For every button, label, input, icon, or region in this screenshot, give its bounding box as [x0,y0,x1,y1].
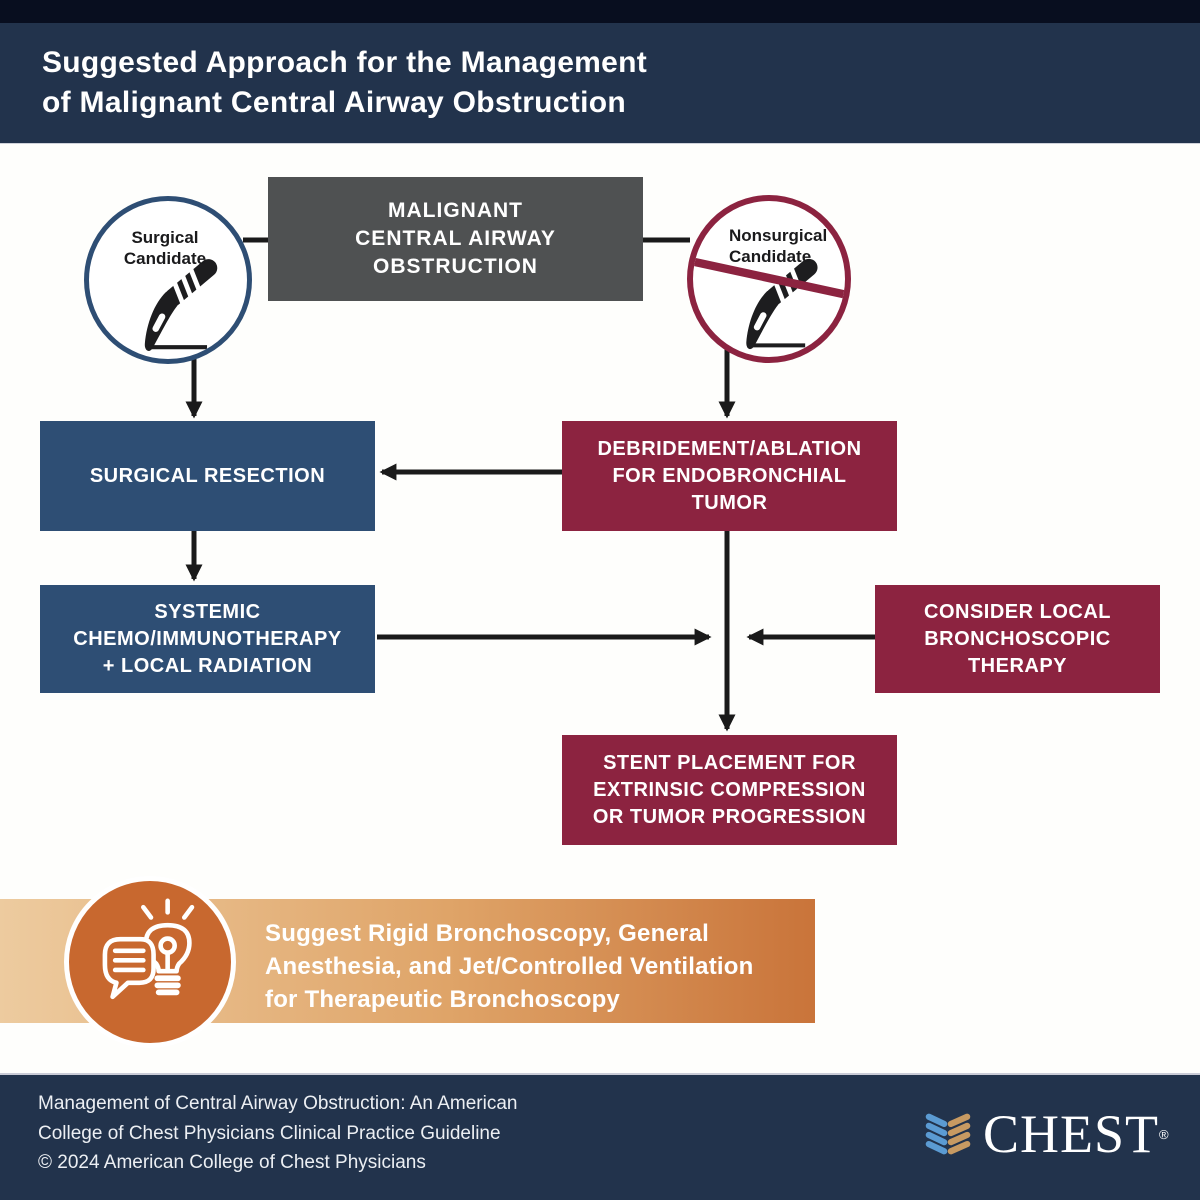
footer-citation: Management of Central Airway Obstruction… [38,1093,518,1173]
nonsurgical-candidate-label: Nonsurgical Candidate [729,226,828,266]
surgical-resection-box: SURGICAL RESECTION [40,421,375,531]
top-strip [0,0,1200,23]
nonsurgical-candidate-circle: Nonsurgical Candidate [687,195,851,363]
callout-text: Suggest Rigid Bronchoscopy, General Anes… [265,920,754,1013]
footer-band: Management of Central Airway Obstruction… [0,1073,1200,1200]
debridement-ablation-box: DEBRIDEMENT/ABLATION FOR ENDOBRONCHIAL T… [562,421,897,531]
chest-logo-text: CHEST [983,1104,1160,1164]
local-bronchoscopic-box: CONSIDER LOCAL BRONCHOSCOPIC THERAPY [875,585,1160,693]
lightbulb-speech-icon [102,898,195,1000]
stent-placement-box: STENT PLACEMENT FOR EXTRINSIC COMPRESSIO… [562,735,897,845]
chest-ribcage-icon [925,1113,971,1155]
surgical-candidate-circle: Surgical Candidate [84,196,252,364]
surgical-candidate-label: Surgical Candidate [123,228,207,268]
chest-logo: CHEST® [922,1105,1169,1163]
page-title: Suggested Approach for the Management of… [42,46,648,119]
systemic-therapy-box: SYSTEMIC CHEMO/IMMUNOTHERAPY + LOCAL RAD… [40,585,375,693]
prohibited-slash-icon [693,257,845,299]
header-band: Suggested Approach for the Management of… [0,23,1200,144]
callout-icon-circle [64,876,236,1048]
malignant-cao-box: MALIGNANT CENTRAL AIRWAY OBSTRUCTION [268,177,643,301]
scalpel-icon [144,259,218,351]
registered-mark: ® [1159,1126,1169,1142]
